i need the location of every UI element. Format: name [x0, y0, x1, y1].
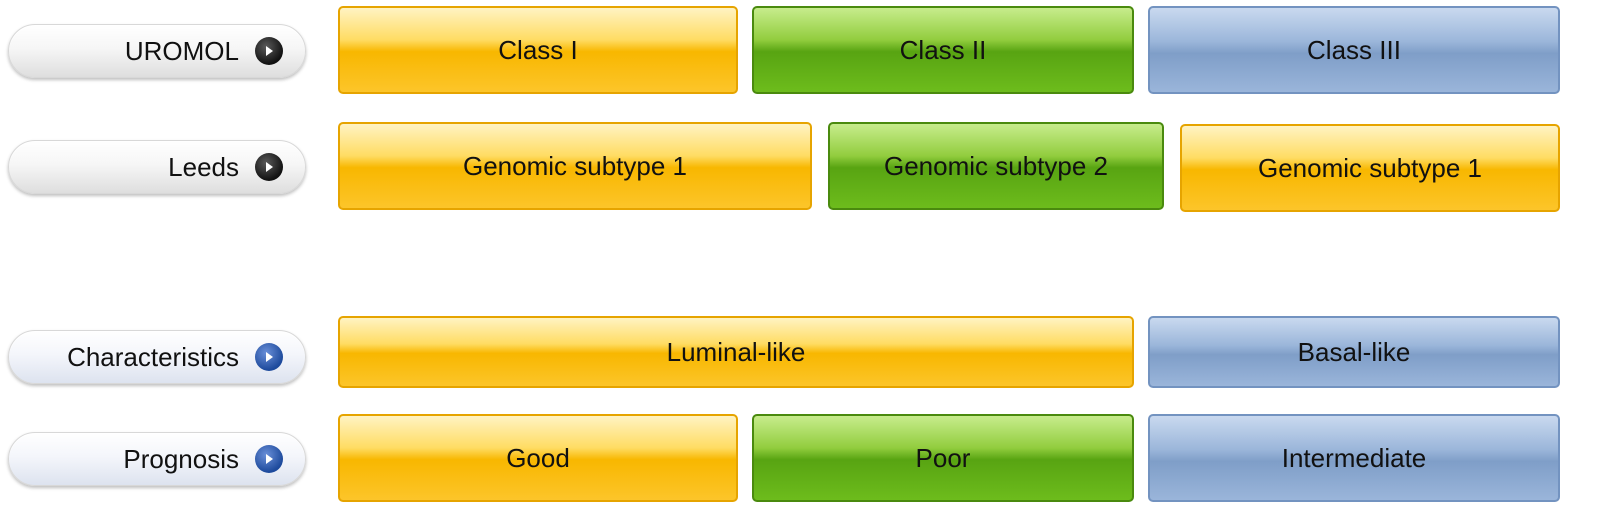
play-arrow-icon — [255, 445, 283, 473]
play-arrow-icon — [255, 153, 283, 181]
characteristics-luminal-like: Luminal-like — [338, 316, 1134, 388]
row-label-uromol: UROMOL — [8, 24, 306, 78]
play-arrow-icon — [255, 343, 283, 371]
uromol-class-2: Class II — [752, 6, 1134, 94]
prognosis-good: Good — [338, 414, 738, 502]
leeds-genomic-subtype-1-left: Genomic subtype 1 — [338, 122, 812, 210]
leeds-genomic-subtype-1-right: Genomic subtype 1 — [1180, 124, 1560, 212]
row-label-characteristics: Characteristics — [8, 330, 306, 384]
prognosis-intermediate: Intermediate — [1148, 414, 1560, 502]
uromol-class-3: Class III — [1148, 6, 1560, 94]
uromol-class-1: Class I — [338, 6, 738, 94]
row-label-leeds: Leeds — [8, 140, 306, 194]
row-label-text: Leeds — [168, 151, 239, 182]
prognosis-poor: Poor — [752, 414, 1134, 502]
row-label-text: Characteristics — [67, 341, 239, 372]
play-arrow-icon — [255, 37, 283, 65]
row-label-text: Prognosis — [123, 443, 239, 474]
leeds-genomic-subtype-2: Genomic subtype 2 — [828, 122, 1164, 210]
row-label-text: UROMOL — [124, 35, 239, 66]
characteristics-basal-like: Basal-like — [1148, 316, 1560, 388]
row-label-prognosis: Prognosis — [8, 432, 306, 486]
